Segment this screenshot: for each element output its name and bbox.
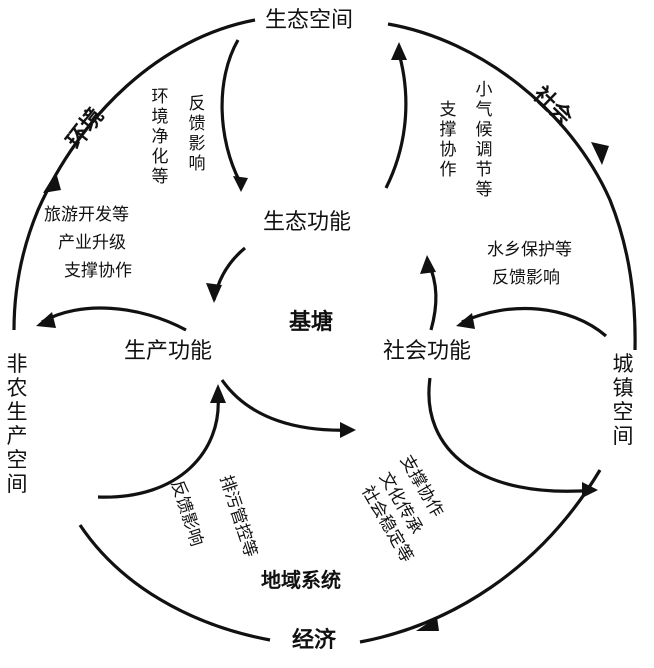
social-function-label: 社会功能 xyxy=(383,339,472,364)
arrow-prod-to-nonag xyxy=(36,312,56,328)
arrow-space-to-eco xyxy=(233,176,248,192)
climate-col-2: 支撑协作 xyxy=(439,100,457,180)
urban-space-label: 城镇空间 xyxy=(612,352,634,448)
outer-arc-bottom-left xyxy=(78,524,271,642)
ecological-function-label: 生态功能 xyxy=(263,210,352,235)
nonagricultural-space-label: 非农生产空间 xyxy=(6,352,28,496)
arrow-society xyxy=(591,142,609,165)
tourism-line-1: 旅游开发等 xyxy=(44,205,129,225)
arrow-eco-to-space xyxy=(391,42,407,60)
arc-eco-to-space xyxy=(384,49,408,189)
ecological-space-label: 生态空间 xyxy=(265,8,354,33)
arrow-nonag-to-prod xyxy=(210,384,226,403)
eco-feedback-col-1: 反馈影响 xyxy=(188,94,206,174)
arrow-social-to-eco xyxy=(420,255,436,274)
water-line-1: 水乡保护等 xyxy=(487,240,572,260)
arrow-environment xyxy=(43,172,61,193)
outer-arc-bottom-right xyxy=(359,469,602,644)
arrow-urban-to-social xyxy=(456,313,475,329)
climate-col-1: 小气候调节等 xyxy=(475,80,493,200)
regional-system-label: 地域系统 xyxy=(261,568,341,592)
arc-prod-to-nonag xyxy=(41,306,187,332)
arc-urban-to-social xyxy=(461,306,608,338)
outer-arc-top-right xyxy=(387,22,637,351)
arc-prod-to-social xyxy=(220,379,353,432)
arc-nonag-to-prod xyxy=(97,395,220,499)
water-line-2: 反馈影响 xyxy=(492,268,560,288)
tourism-line-2: 产业升级 xyxy=(58,233,126,253)
arrow-social-to-urban xyxy=(582,482,598,498)
arc-space-to-eco xyxy=(220,39,242,183)
arrow-eco-to-prod xyxy=(206,283,222,303)
economy-label: 经济 xyxy=(292,628,337,653)
tourism-line-3: 支撑协作 xyxy=(64,261,132,281)
arrow-prod-to-social xyxy=(340,422,356,438)
arc-social-to-urban xyxy=(427,377,596,493)
eco-feedback-col-2: 环境净化等 xyxy=(151,87,169,187)
production-function-label: 生产功能 xyxy=(124,339,213,364)
center-label: 基塘 xyxy=(289,310,334,335)
arrow-economy xyxy=(416,617,439,631)
